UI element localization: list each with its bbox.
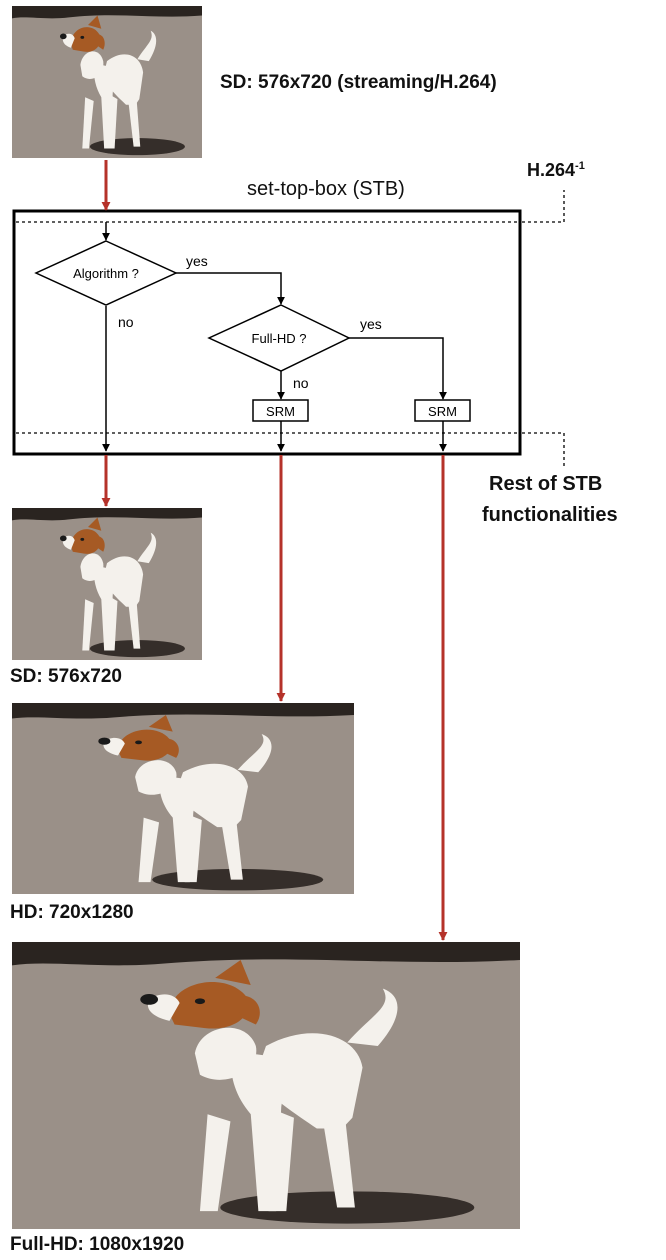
- label-sd-output: SD: 576x720: [10, 666, 122, 687]
- label-sd-input: SD: 576x720 (streaming/H.264): [220, 72, 497, 93]
- dog-photo-fullhd-output: [12, 942, 520, 1229]
- label-fullhd-output: Full-HD: 1080x1920: [10, 1234, 185, 1255]
- stb-box: [12, 209, 522, 456]
- srm-box-fullhd: [414, 399, 471, 422]
- decision-algorithm: [34, 240, 178, 306]
- label-decoder: H.264-1: [527, 160, 585, 181]
- label-no-algorithm: no: [118, 314, 134, 330]
- label-rest-line1: Rest of STB: [489, 473, 603, 495]
- srm-box-fullhd-label: SRM: [428, 404, 457, 419]
- label-decoder-main: H.264: [527, 160, 576, 180]
- decision-fullhd-label: Full-HD ?: [252, 331, 307, 346]
- decision-fullhd: [207, 304, 351, 372]
- dog-photo-hd-output: [12, 703, 354, 894]
- rest-leader: [522, 432, 565, 466]
- label-no-fullhd: no: [293, 375, 309, 391]
- flow-yes-srm: [349, 337, 447, 400]
- flow-yes-fullhd: [176, 272, 285, 305]
- decoder-leader: [522, 190, 565, 223]
- dog-photo-sd-input: [12, 6, 202, 158]
- label-rest-line2: functionalities: [482, 504, 618, 526]
- stb-title: set-top-box (STB): [247, 178, 405, 200]
- label-hd-output: HD: 720x1280: [10, 902, 134, 923]
- dog-photo-sd-output: [12, 508, 202, 660]
- label-yes-fullhd: yes: [360, 316, 382, 332]
- label-yes-algorithm: yes: [186, 253, 208, 269]
- decision-algorithm-label: Algorithm ?: [73, 266, 139, 281]
- label-decoder-sup: -1: [575, 160, 585, 172]
- srm-box-hd-label: SRM: [266, 404, 295, 419]
- srm-box-hd: [252, 399, 309, 422]
